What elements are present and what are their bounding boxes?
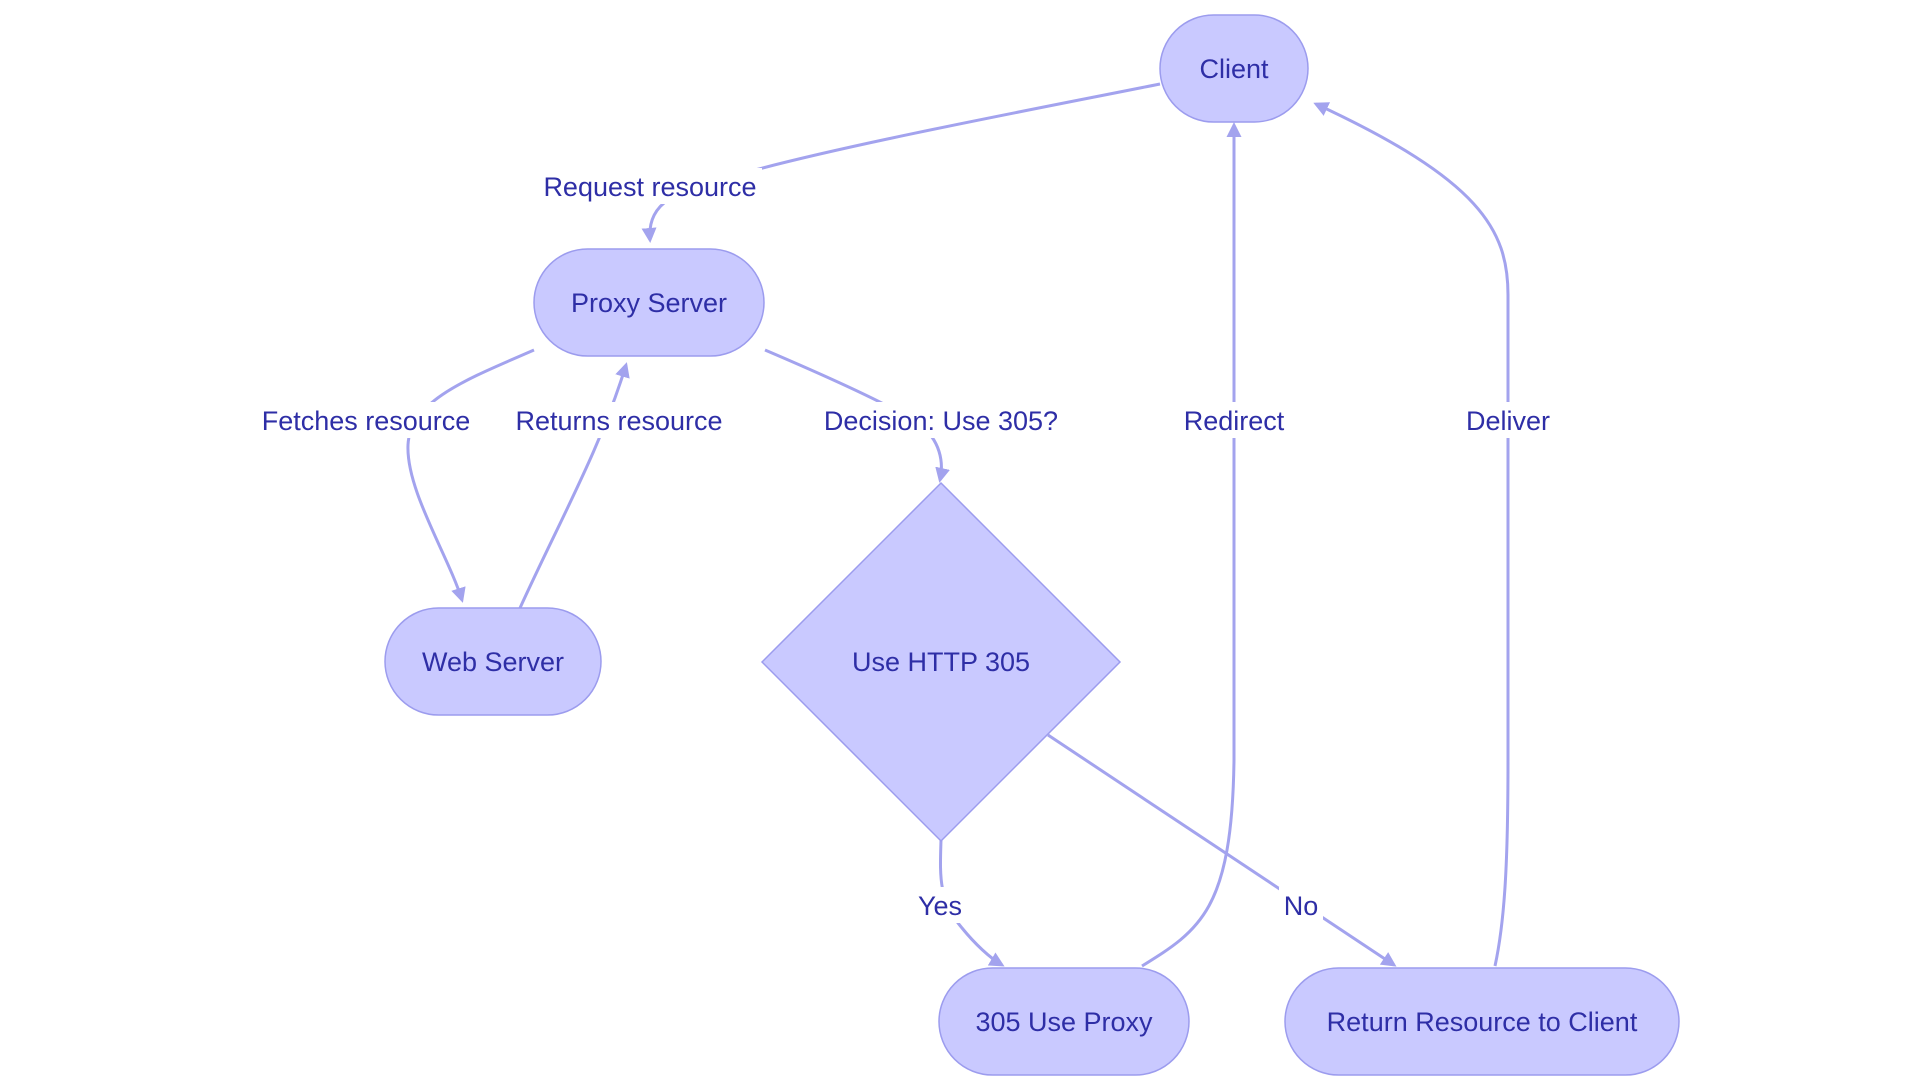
edge-decision-yes (938, 839, 1005, 967)
svg-text:Fetches resource: Fetches resource (262, 406, 471, 436)
svg-text:Returns resource: Returns resource (515, 406, 722, 436)
svg-text:Yes: Yes (918, 891, 962, 921)
edge-client-to-proxy (641, 82, 1161, 243)
svg-text:Proxy Server: Proxy Server (571, 288, 727, 318)
edge-label-fetches-resource: Fetches resource (254, 402, 478, 438)
edge-label-returns-resource: Returns resource (505, 402, 733, 438)
svg-text:Request resource: Request resource (543, 172, 756, 202)
node-client: Client (1159, 14, 1309, 123)
svg-text:Web Server: Web Server (422, 647, 564, 677)
edge-label-decision: Decision: Use 305? (820, 402, 1062, 438)
edge-label-no: No (1279, 887, 1323, 923)
edge-label-request-resource: Request resource (538, 168, 762, 204)
edge-decision-no (1047, 733, 1397, 967)
edge-labels: Request resource Fetches resource Return… (254, 168, 1552, 923)
edge-return-to-client (1313, 102, 1510, 967)
node-proxy-server: Proxy Server (533, 248, 765, 357)
edge-label-yes: Yes (913, 887, 967, 923)
node-use-http-305: Use HTTP 305 (760, 481, 1122, 843)
svg-text:Use HTTP 305: Use HTTP 305 (852, 647, 1030, 677)
edge-webserver-to-proxy (518, 362, 630, 609)
svg-text:Return Resource to Client: Return Resource to Client (1327, 1007, 1638, 1037)
edge-useproxy-to-client (1141, 122, 1242, 968)
node-web-server: Web Server (384, 607, 602, 716)
svg-text:Deliver: Deliver (1466, 406, 1550, 436)
svg-text:No: No (1284, 891, 1319, 921)
edge-label-deliver: Deliver (1464, 402, 1552, 438)
svg-text:Decision: Use 305?: Decision: Use 305? (824, 406, 1058, 436)
node-return-resource: Return Resource to Client (1284, 967, 1680, 1076)
svg-text:Client: Client (1199, 54, 1269, 84)
edge-label-redirect: Redirect (1180, 402, 1288, 438)
edge-proxy-to-webserver (406, 348, 535, 603)
nodes: Client Proxy Server Web Server Use HTTP … (384, 14, 1680, 1076)
svg-text:Redirect: Redirect (1184, 406, 1285, 436)
node-305-use-proxy: 305 Use Proxy (938, 967, 1190, 1076)
svg-text:305 Use Proxy: 305 Use Proxy (975, 1007, 1153, 1037)
